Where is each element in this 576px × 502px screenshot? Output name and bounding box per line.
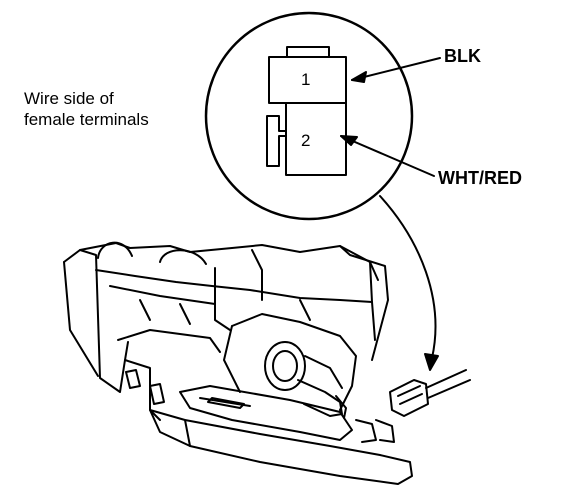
blk-leader-arrow: [351, 57, 441, 83]
detail-magnifier-circle: [204, 11, 414, 221]
connector-housing: [266, 46, 347, 176]
terminal-1-number: 1: [301, 70, 311, 89]
glove-box-assembly: [63, 241, 413, 485]
harness-connector: [389, 369, 471, 417]
view-caption: Wire side of female terminals: [24, 89, 149, 129]
detail-pointer-arrow: [379, 195, 439, 371]
wire-label-wht-red: WHT/RED: [438, 168, 522, 188]
wire-label-blk: BLK: [444, 46, 481, 66]
wht-red-leader-arrow: [340, 135, 435, 177]
terminal-2-number: 2: [301, 131, 311, 150]
